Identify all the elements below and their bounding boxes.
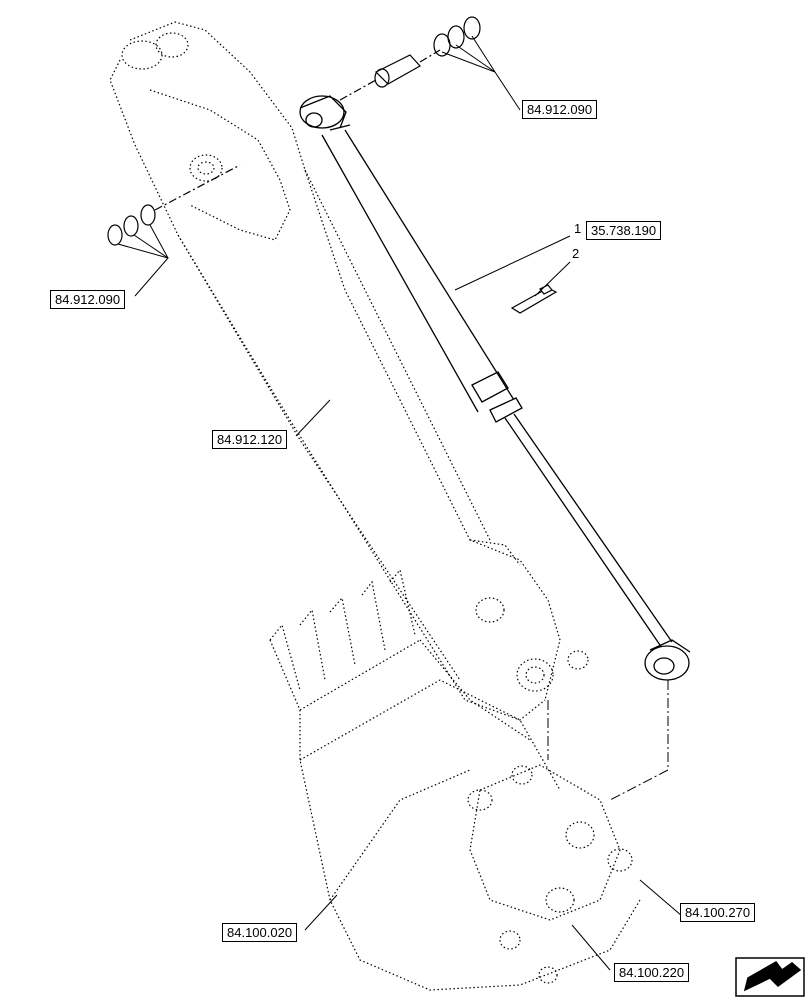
callout-bucket-ref[interactable]: 84.100.020 (222, 923, 298, 942)
pin-and-washers-top (339, 16, 481, 101)
callout-ref-top-right[interactable]: 84.912.090 (522, 100, 598, 119)
shim-plate (510, 284, 558, 314)
item-number-cylinder: 1 (574, 221, 582, 236)
dipper-arm (109, 21, 589, 721)
callout-cylinder-ref[interactable]: 35.738.190 (586, 221, 662, 240)
item-number-plate: 2 (572, 246, 580, 261)
callout-pin-ref[interactable]: 84.100.220 (614, 963, 690, 982)
alignment-lines (547, 680, 669, 801)
leader-lines (117, 35, 683, 971)
callout-arm-ref[interactable]: 84.912.120 (212, 430, 288, 449)
washers-left (107, 164, 241, 246)
hydraulic-cylinder (299, 95, 691, 681)
next-page-arrow-icon[interactable] (735, 957, 805, 997)
bucket (269, 568, 641, 991)
callout-ref-left[interactable]: 84.912.090 (50, 290, 126, 309)
callout-linkage-ref[interactable]: 84.100.270 (680, 903, 756, 922)
